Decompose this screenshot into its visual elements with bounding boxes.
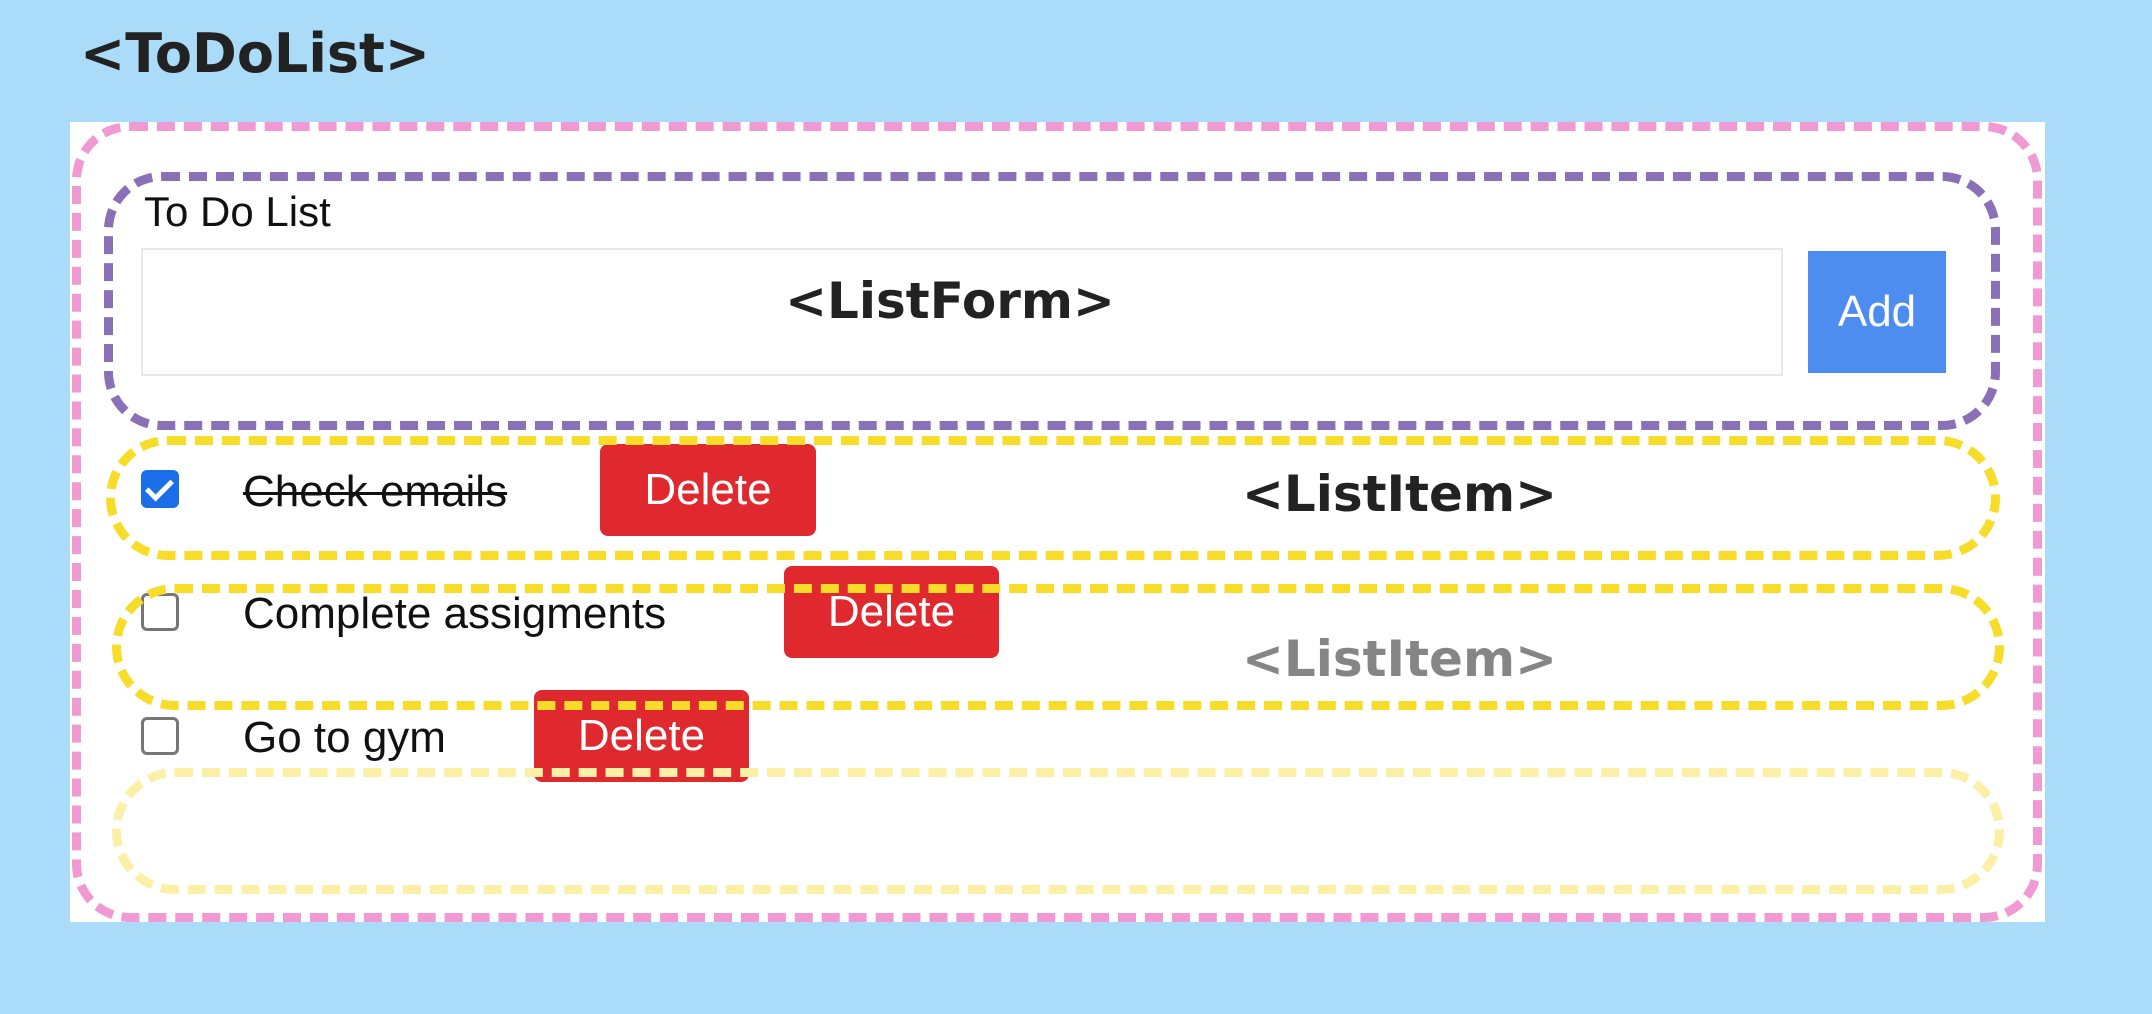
delete-button[interactable]: Delete [600, 444, 816, 536]
form-title: To Do List [144, 188, 331, 235]
listform-component-label: <ListForm> [785, 272, 1115, 330]
listitem-component-label: <ListItem> [1242, 630, 1557, 688]
todolist-outline [72, 122, 2042, 922]
listform-outline [104, 172, 2000, 430]
listitem-outline [112, 584, 2004, 710]
todo-input[interactable] [141, 248, 1783, 376]
item-text: Go to gym [243, 713, 446, 762]
item-checkbox[interactable] [141, 717, 179, 755]
item-text: Check emails [243, 467, 508, 516]
listitem-outline [112, 768, 2004, 894]
listitem-component-label: <ListItem> [1242, 465, 1557, 523]
listitem-outline [106, 436, 2000, 560]
add-button[interactable]: Add [1808, 251, 1946, 373]
item-text: Complete assigments [243, 589, 667, 638]
todolist-component-label: <ToDoList> [80, 22, 431, 85]
delete-button[interactable]: Delete [784, 566, 999, 658]
